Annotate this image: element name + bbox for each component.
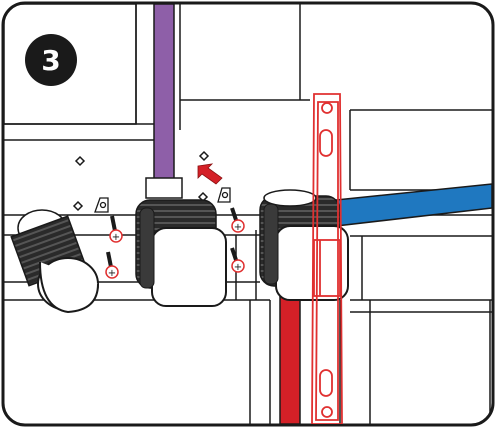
svg-text:+: + xyxy=(112,232,120,243)
compression-fitting-left xyxy=(10,209,99,314)
purple-pipe xyxy=(145,4,183,199)
svg-text:+: + xyxy=(108,268,116,279)
svg-text:+: + xyxy=(234,222,242,233)
mounting-brackets xyxy=(94,187,231,213)
screw: + xyxy=(230,207,245,233)
step-number-badge: 3 xyxy=(25,34,77,86)
screws: + + + + xyxy=(105,207,245,279)
screw: + xyxy=(230,247,245,273)
compression-fitting-center xyxy=(135,199,227,307)
red-highlight-bracket xyxy=(311,93,343,424)
direction-arrow-icon xyxy=(197,163,223,185)
screw: + xyxy=(109,215,123,243)
compression-fitting-right xyxy=(259,189,349,301)
mounting-markers xyxy=(72,150,210,212)
scene: + + + + xyxy=(4,4,492,424)
screw: + xyxy=(105,251,119,279)
step-number: 3 xyxy=(41,44,60,77)
svg-text:+: + xyxy=(234,262,242,273)
red-pipe xyxy=(279,289,301,424)
